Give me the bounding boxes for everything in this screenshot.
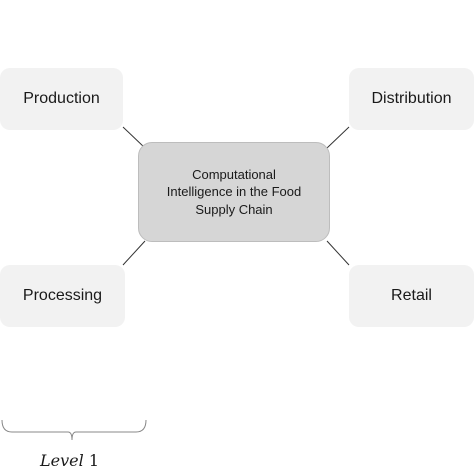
level-brace <box>1 419 147 441</box>
node-retail: Retail <box>349 265 474 327</box>
node-production-label: Production <box>23 90 100 107</box>
node-processing-label: Processing <box>22 287 103 304</box>
level-number: 1 <box>88 451 99 470</box>
connector-processing <box>122 240 146 266</box>
node-center: Computational Intelligence in the Food S… <box>138 142 330 242</box>
center-label-line3: Supply Chain <box>195 201 273 217</box>
node-distribution-label: Distribution <box>371 90 452 107</box>
center-label-line2: Intelligence in the Food <box>166 184 302 200</box>
connector-retail <box>326 240 350 266</box>
connector-distribution <box>326 126 350 149</box>
level-word: Level <box>40 451 84 470</box>
node-production: Production <box>0 68 123 130</box>
node-retail-label: Retail <box>391 287 432 304</box>
node-processing: Processing <box>0 265 125 327</box>
node-distribution: Distribution <box>349 68 474 130</box>
connector-production <box>122 126 146 149</box>
level-label: Level 1 <box>40 451 120 470</box>
center-label-line1: Computational <box>192 166 276 182</box>
